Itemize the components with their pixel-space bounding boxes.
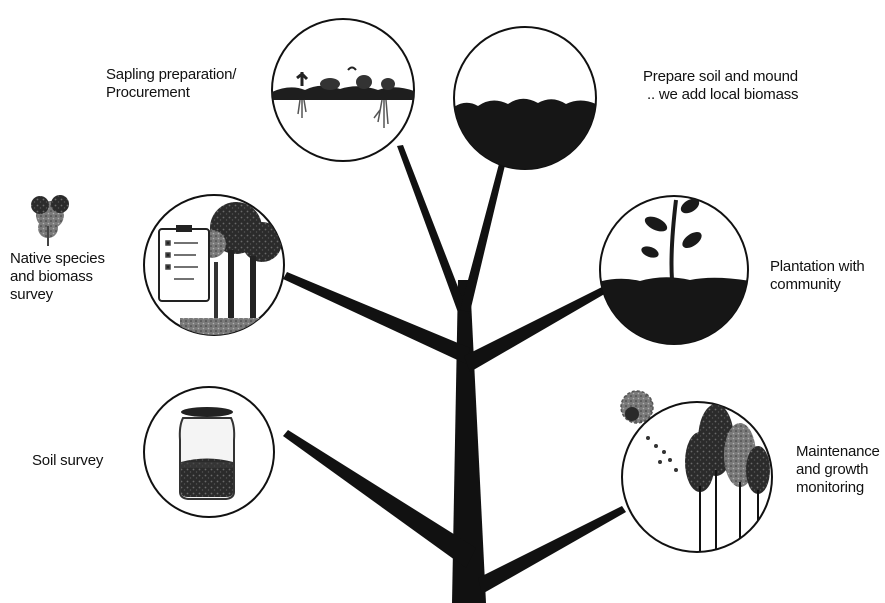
label-native-species: Native species and biomass survey — [10, 250, 105, 304]
label-line: and growth — [796, 461, 880, 479]
label-sapling: Sapling preparation/ Procurement — [106, 66, 236, 102]
branch-native-species — [283, 272, 470, 364]
label-line: Sapling preparation/ — [106, 66, 236, 84]
label-line: Plantation with — [770, 258, 865, 276]
label-plantation: Plantation with community — [770, 258, 865, 294]
plantation-node — [598, 196, 750, 350]
branch-maintenance — [478, 506, 626, 594]
label-line: Prepare soil and mound — [643, 68, 798, 86]
soil-survey-node — [144, 387, 274, 517]
label-prepare-soil: Prepare soil and mound .. we add local b… — [643, 68, 798, 104]
label-line: Native species — [10, 250, 105, 268]
branch-prepare-soil — [460, 160, 506, 312]
branch-soil-survey — [283, 430, 476, 568]
prepare-soil-node — [450, 27, 600, 175]
sapling-node — [272, 19, 414, 161]
label-line: Procurement — [106, 84, 236, 102]
soil-mound-icon — [450, 99, 600, 175]
small-tree-icon — [31, 195, 69, 246]
label-line: Maintenance — [796, 443, 880, 461]
label-soil-survey: Soil survey — [32, 452, 103, 470]
watering-can-icon — [621, 391, 653, 423]
label-line: monitoring — [796, 479, 880, 497]
soil-jar-icon — [180, 407, 234, 499]
maintenance-node — [621, 391, 772, 552]
label-maintenance: Maintenance and growth monitoring — [796, 443, 880, 497]
branch-sapling — [397, 145, 470, 318]
label-line: .. we add local biomass — [647, 86, 798, 104]
native-species-node — [144, 195, 300, 338]
label-line: survey — [10, 286, 105, 304]
label-line: community — [770, 276, 865, 294]
label-line: and biomass — [10, 268, 105, 286]
branch-plantation — [464, 286, 608, 372]
label-line: Soil survey — [32, 452, 103, 470]
